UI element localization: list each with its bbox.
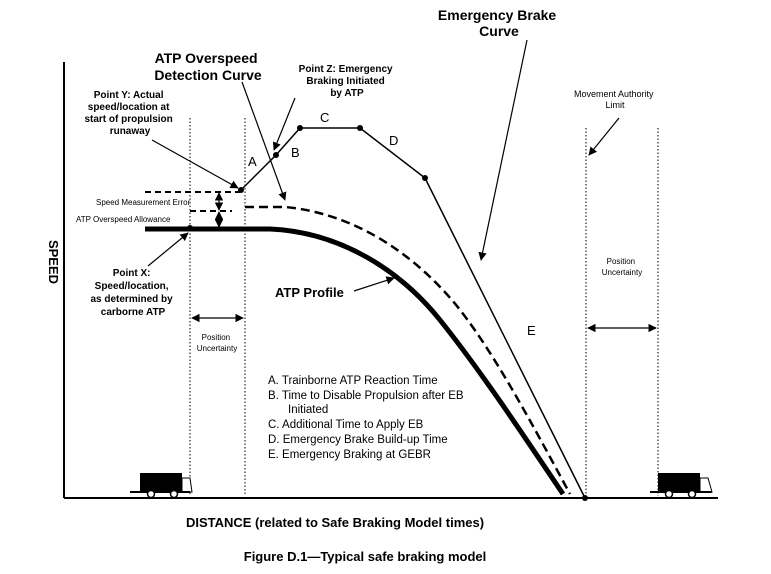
point-y-label: Point Y: Actual speed/location at start …	[84, 90, 175, 137]
legend: A. Trainborne ATP Reaction Time B. Time …	[268, 375, 467, 461]
point-y-leader-arrow	[151, 139, 239, 189]
distance-axis-label: DISTANCE (related to Safe Braking Model …	[186, 515, 484, 530]
point-x-leader-arrow	[147, 232, 189, 267]
legend-item-c: C. Additional Time to Apply EB	[268, 419, 424, 431]
atp-profile-curve	[145, 226, 566, 496]
legend-item-e: E. Emergency Braking at GEBR	[268, 449, 431, 461]
figure-caption: Figure D.1—Typical safe braking model	[244, 549, 487, 564]
emergency-brake-curve-label: Emergency Brake Curve	[438, 7, 560, 39]
emergency-brake-leader-arrow	[478, 39, 528, 261]
point-z-label: Point Z: Emergency Braking Initiated by …	[299, 64, 396, 99]
segment-label-b: B	[291, 145, 300, 160]
position-uncertainty-right-label: Position Uncertainty	[602, 257, 642, 277]
legend-item-b: B. Time to Disable Propulsion after EB	[268, 390, 464, 402]
atp-overspeed-detection-curve-label: ATP Overspeed Detection Curve	[154, 50, 262, 83]
atp-profile-leader-arrow	[353, 276, 395, 292]
end-point-marker	[582, 495, 588, 501]
movement-authority-limit-label: Movement Authority Limit	[574, 89, 656, 110]
legend-item-b-cont: Initiated	[288, 404, 328, 416]
train-right-icon	[650, 473, 713, 499]
point-y-marker	[238, 187, 244, 193]
atp-profile-label: ATP Profile	[275, 285, 344, 300]
legend-item-d: D. Emergency Brake Build-up Time	[268, 434, 448, 446]
speed-measurement-error-label: Speed Measurement Error	[96, 198, 191, 207]
segment-label-e: E	[527, 323, 536, 338]
segment-label-a: A	[248, 154, 257, 169]
point-x-marker	[187, 225, 193, 231]
movement-authority-leader-arrow	[588, 117, 620, 156]
legend-item-a: A. Trainborne ATP Reaction Time	[268, 375, 438, 387]
point-z-marker	[297, 125, 303, 131]
atp-overspeed-allowance-label: ATP Overspeed Allowance	[76, 215, 171, 224]
atp-overspeed-detection-curve	[245, 205, 572, 495]
point-a-end-marker	[273, 152, 279, 158]
point-c-end-marker	[357, 125, 363, 131]
train-left-icon	[130, 473, 193, 499]
atp-overspeed-leader-arrow	[241, 81, 287, 201]
speed-axis-label: SPEED	[46, 240, 61, 284]
position-uncertainty-left-label: Position Uncertainty	[197, 333, 237, 353]
point-x-label: Point X: Speed/location, as determined b…	[90, 268, 175, 318]
segment-label-c: C	[320, 110, 329, 125]
segment-label-d: D	[389, 133, 398, 148]
point-z-leader-arrow	[272, 97, 296, 151]
point-d-end-marker	[422, 175, 428, 181]
